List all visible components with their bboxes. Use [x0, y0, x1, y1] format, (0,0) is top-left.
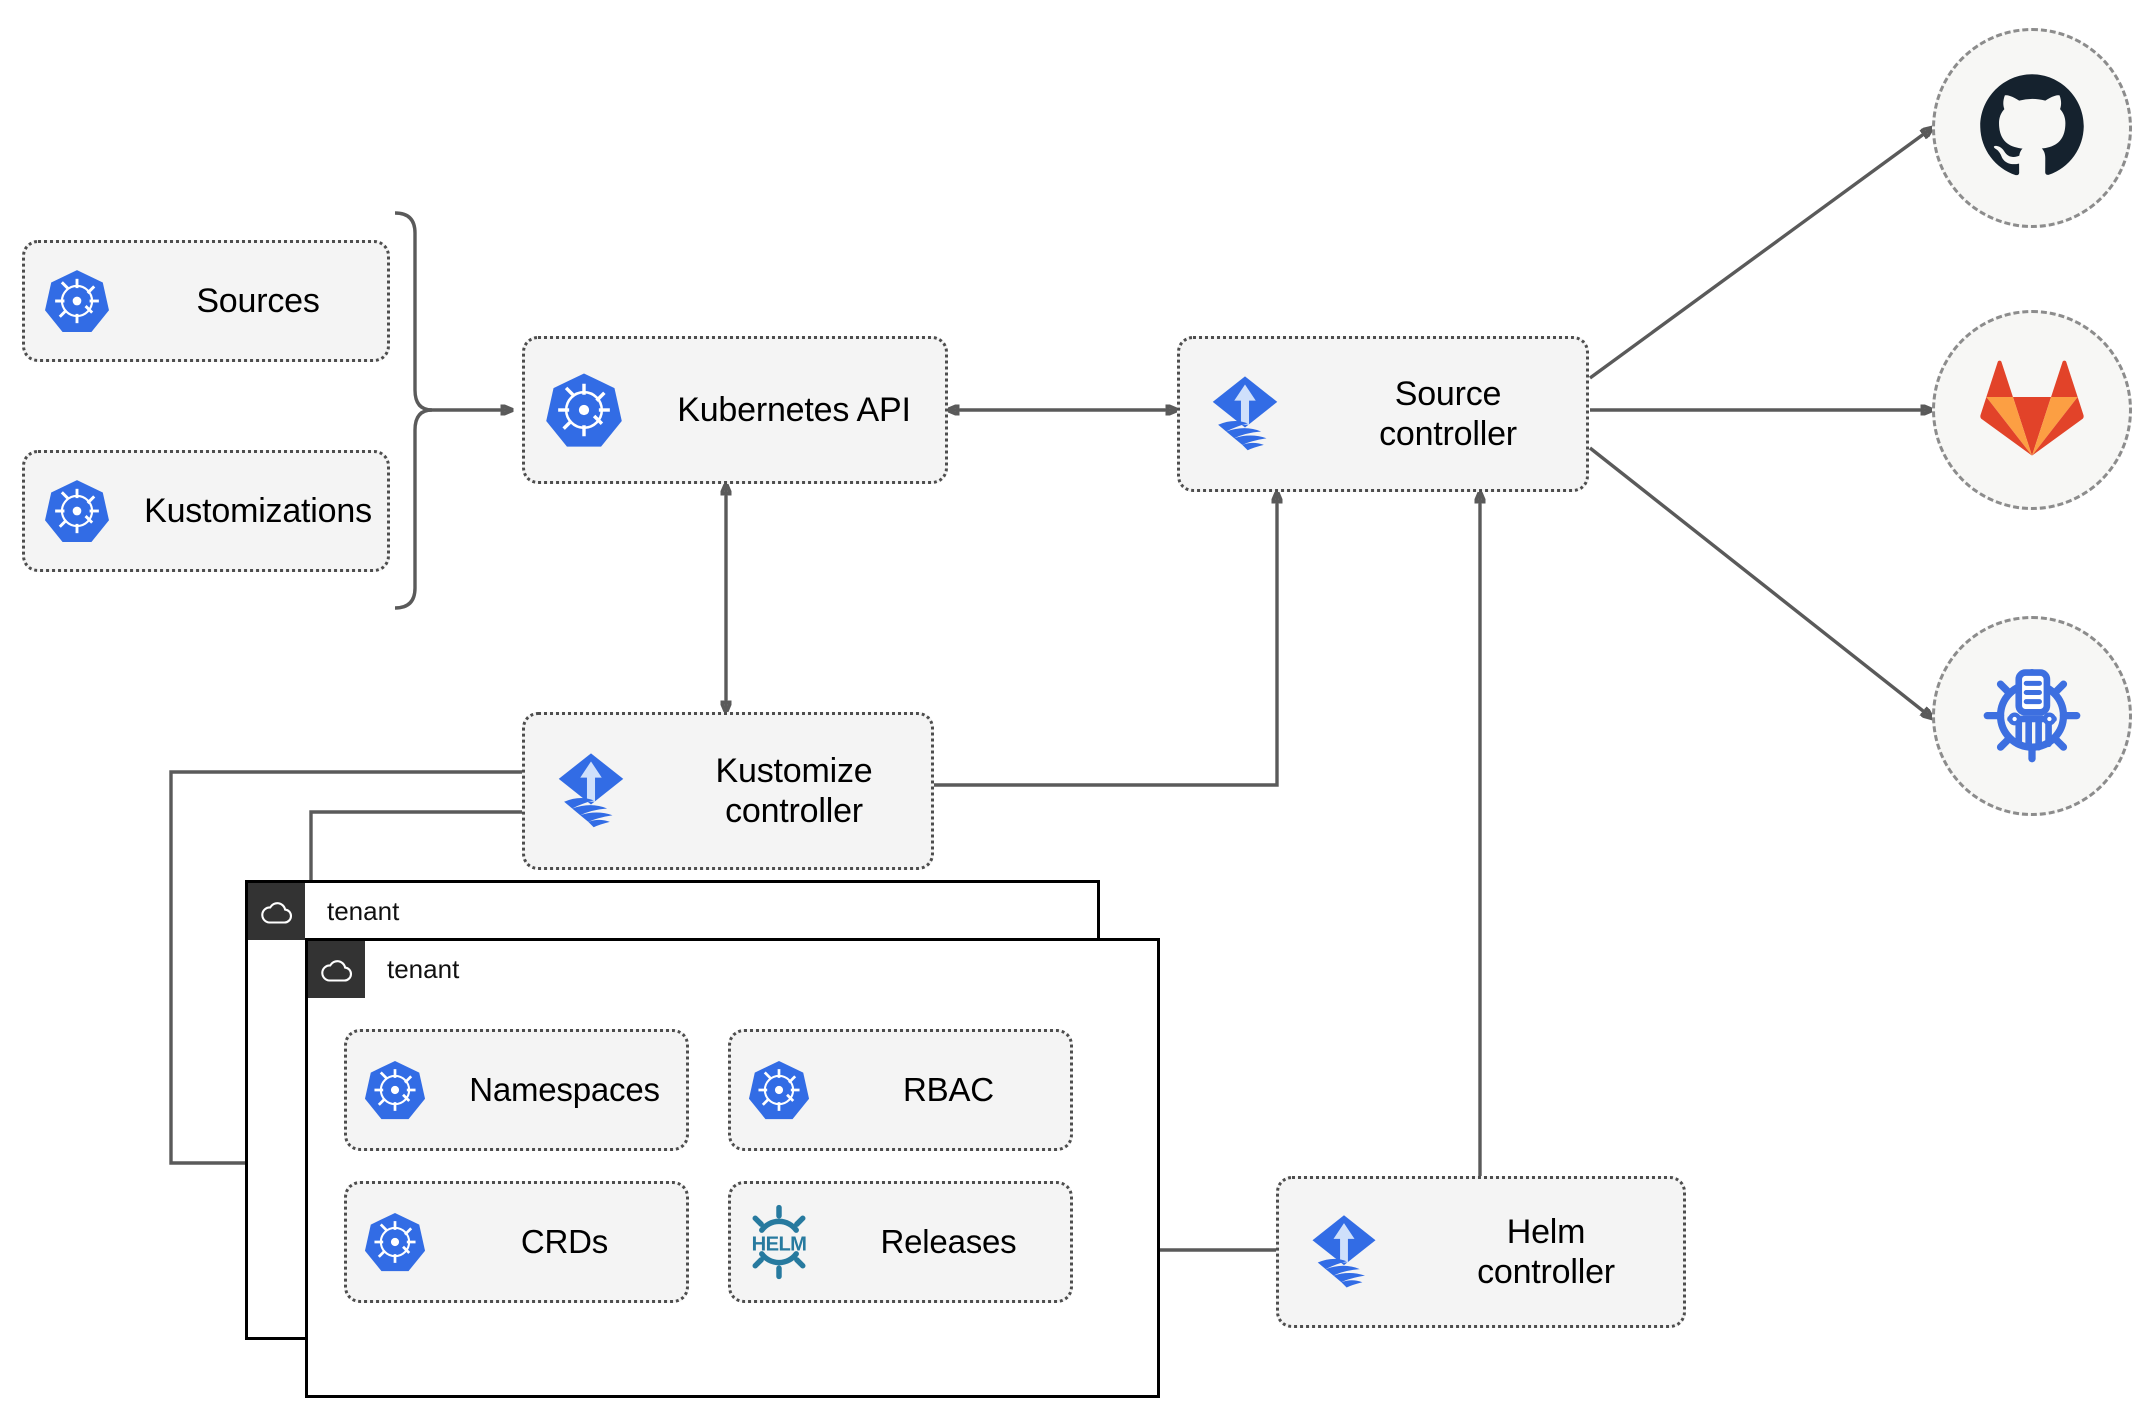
svg-text:HELM: HELM [752, 1233, 807, 1255]
node-label: Source controller [1379, 374, 1517, 453]
flux-icon [525, 748, 657, 834]
resource-label: Kustomizations [144, 491, 372, 530]
wire-source-github [1588, 128, 1932, 380]
tenant-label: tenant [327, 896, 400, 926]
kubernetes-icon [525, 371, 643, 449]
kubernetes-icon [25, 268, 129, 334]
cloud-icon [308, 941, 365, 998]
node-source-controller[interactable]: Source controller [1177, 336, 1589, 492]
provider-github[interactable] [1932, 28, 2132, 228]
tenant-resource-label: Namespaces [469, 1070, 660, 1108]
kubernetes-icon [731, 1059, 827, 1121]
resource-box-kustomizations[interactable]: Kustomizations [22, 450, 390, 572]
tenant-resource-rbac[interactable]: RBAC [728, 1029, 1073, 1151]
tenant-resource-label: RBAC [903, 1070, 994, 1108]
kubernetes-icon [25, 478, 129, 544]
tenant-resource-releases[interactable]: HELM Releases [728, 1181, 1073, 1303]
tenant-header: tenant [308, 941, 459, 998]
cloud-icon [248, 883, 305, 940]
github-icon [1978, 72, 2086, 185]
flux-icon [1180, 371, 1310, 457]
wire-kustomize-source [934, 492, 1277, 787]
node-kustomize-controller[interactable]: Kustomize controller [522, 712, 934, 870]
tenant-resource-namespaces[interactable]: Namespaces [344, 1029, 689, 1151]
kubernetes-icon [347, 1059, 443, 1121]
tenant-label: tenant [387, 954, 460, 984]
tenant-box-inner[interactable]: tenant Namespaces [305, 938, 1160, 1398]
provider-helm-registry[interactable] [1932, 616, 2132, 816]
provider-gitlab[interactable] [1932, 310, 2132, 510]
kubernetes-icon [347, 1211, 443, 1273]
flux-icon [1279, 1210, 1409, 1294]
helm-icon: HELM [731, 1204, 827, 1280]
wire-source-registry [1588, 446, 1932, 718]
tenant-resource-label: CRDs [520, 1222, 609, 1260]
resource-label: Sources [196, 281, 320, 320]
node-label: Kubernetes API [677, 390, 911, 429]
group-bracket [394, 211, 433, 610]
tenant-resource-label: Releases [880, 1222, 1017, 1260]
helm-registry-icon [1979, 661, 2085, 772]
gitlab-icon [1980, 358, 2084, 463]
tenant-resource-crds[interactable]: CRDs [344, 1181, 689, 1303]
node-kubernetes-api[interactable]: Kubernetes API [522, 336, 948, 484]
node-label: Helm controller [1477, 1212, 1615, 1291]
resource-box-sources[interactable]: Sources [22, 240, 390, 362]
node-label: Kustomize controller [715, 751, 873, 830]
node-helm-controller[interactable]: Helm controller [1276, 1176, 1686, 1328]
tenant-header: tenant [248, 883, 399, 940]
